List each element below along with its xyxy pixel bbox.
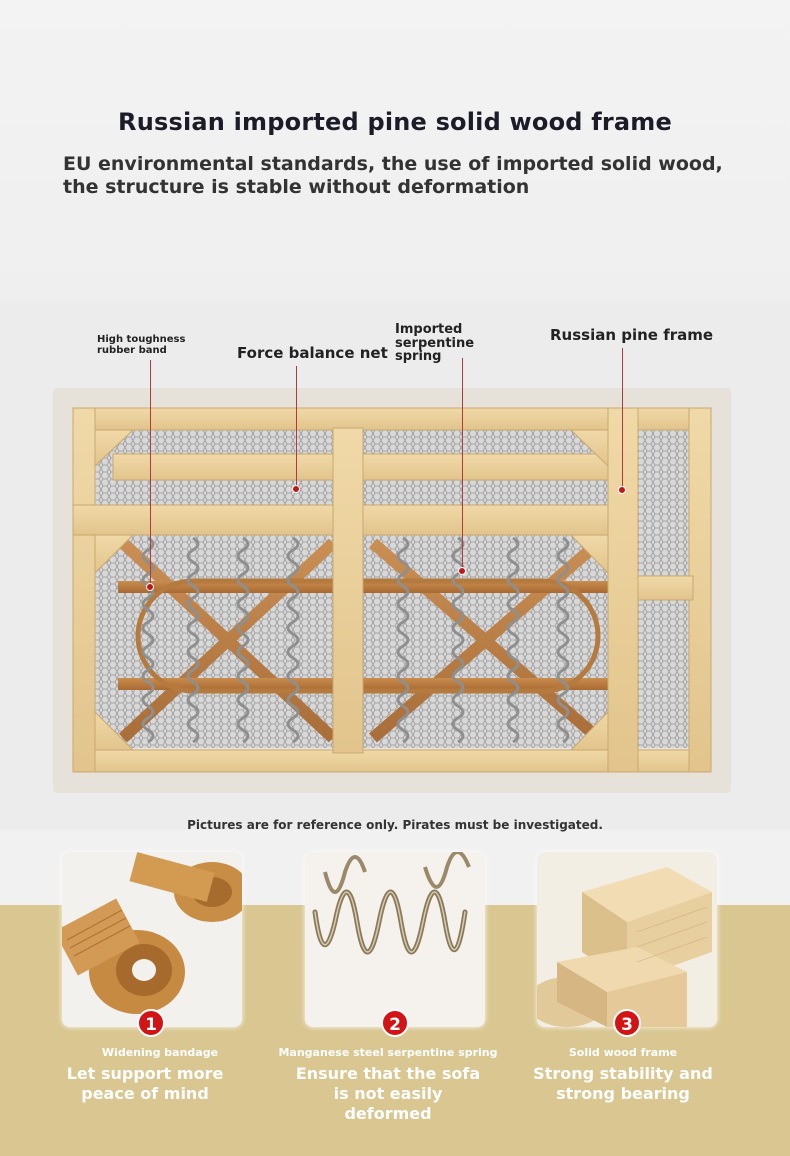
pointer-dot-balance-net [292, 485, 300, 493]
pointer-line-rubber-band [150, 360, 151, 586]
callout-pine-frame: Russian pine frame [550, 326, 714, 344]
callout-balance-net: Force balance net [237, 344, 388, 362]
feature-label-1: Widening bandage [101, 1046, 219, 1059]
sofa-frame-illustration [72, 407, 712, 773]
feature-number-badge-2: 2 [381, 1009, 409, 1037]
serpentine-spring-image [305, 852, 485, 1027]
feature-card-wood [537, 852, 717, 1027]
disclaimer-note: Pictures are for reference only. Pirates… [187, 818, 603, 832]
pointer-dot-rubber-band [146, 583, 154, 591]
feature-card-spring [305, 852, 485, 1027]
page-subtitle: EU environmental standards, the use of i… [63, 153, 723, 198]
feature-label-3: Solid wood frame [568, 1046, 678, 1059]
pointer-line-spring [462, 358, 463, 570]
pointer-line-pine-frame [622, 348, 623, 488]
pointer-dot-pine-frame [618, 486, 626, 494]
feature-label-2: Manganese steel serpentine spring [278, 1046, 498, 1059]
rubber-band-roll-image [62, 852, 242, 1027]
feature-number-badge-3: 3 [613, 1009, 641, 1037]
callout-rubber-band: High toughness rubber band [97, 334, 186, 356]
header-section [0, 0, 790, 300]
solid-wood-blocks-image [537, 852, 717, 1027]
callout-spring: Imported serpentine spring [395, 322, 475, 365]
feature-number-badge-1: 1 [137, 1009, 165, 1037]
pointer-dot-spring [458, 567, 466, 575]
feature-card-bandage [62, 852, 242, 1027]
feature-caption-2: Ensure that the sofa is not easily defor… [295, 1064, 481, 1123]
feature-caption-3: Strong stability and strong bearing [533, 1064, 713, 1103]
pointer-line-balance-net [296, 366, 297, 488]
feature-caption-1: Let support more peace of mind [66, 1064, 224, 1103]
page-title: Russian imported pine solid wood frame [118, 108, 672, 136]
